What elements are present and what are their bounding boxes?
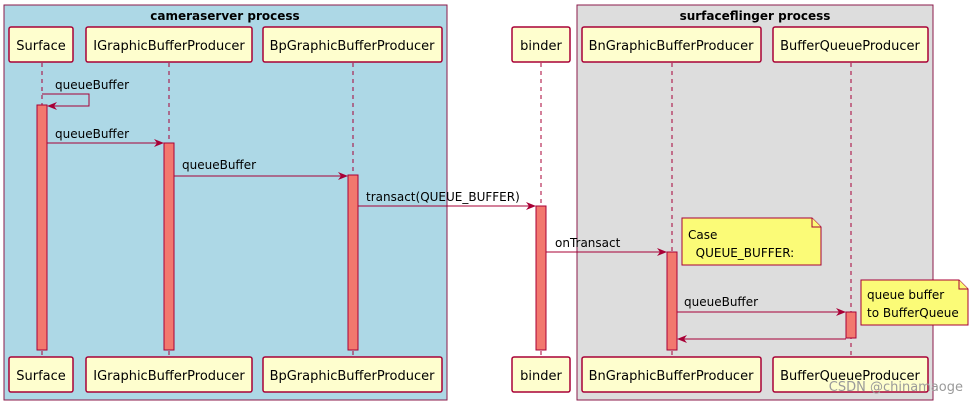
message-surface-to-igbp: queueBuffer: [47, 127, 164, 147]
participant-bngraphicbufferproducer-top: BnGraphicBufferProducer: [581, 26, 762, 63]
participant-binder-top: binder: [511, 26, 571, 63]
activations: [36, 104, 857, 351]
svg-text:queueBuffer: queueBuffer: [55, 78, 129, 92]
svg-text:binder: binder: [520, 39, 562, 54]
note-case-queue-buffer: Case QUEUE_BUFFER:: [681, 217, 822, 266]
participant-igraphicbufferproducer-bottom: IGraphicBufferProducer: [85, 356, 253, 393]
participants-top: Surface IGraphicBufferProducer BpGraphic…: [8, 26, 929, 63]
participant-binder-bottom: binder: [511, 356, 571, 393]
svg-text:Case: Case: [688, 228, 717, 242]
svg-text:to BufferQueue: to BufferQueue: [867, 306, 959, 320]
svg-text:binder: binder: [520, 369, 562, 384]
participant-bufferqueueproducer-bottom: BufferQueueProducer: [772, 356, 929, 393]
svg-text:BufferQueueProducer: BufferQueueProducer: [780, 369, 920, 384]
message-binder-to-bngbp: onTransact: [546, 236, 667, 256]
cameraserver-process-box: cameraserver process: [3, 4, 448, 401]
message-bngbp-to-bqp: queueBuffer: [677, 295, 846, 316]
svg-text:Surface: Surface: [16, 39, 66, 54]
svg-text:BnGraphicBufferProducer: BnGraphicBufferProducer: [589, 39, 755, 54]
svg-text:BpGraphicBufferProducer: BpGraphicBufferProducer: [270, 369, 436, 384]
svg-text:queue buffer: queue buffer: [867, 288, 944, 302]
participant-surface-bottom: Surface: [8, 356, 74, 393]
svg-text:queueBuffer: queueBuffer: [182, 158, 256, 172]
activation-bpgraphicbufferproducer: [347, 174, 359, 351]
watermark: CSDN @chinamaoge: [829, 380, 963, 395]
participant-bpgraphicbufferproducer-bottom: BpGraphicBufferProducer: [262, 356, 443, 393]
svg-text:IGraphicBufferProducer: IGraphicBufferProducer: [93, 39, 245, 54]
svg-text:BufferQueueProducer: BufferQueueProducer: [780, 39, 920, 54]
cameraserver-process-title: cameraserver process: [150, 9, 299, 23]
activation-bngraphicbufferproducer: [666, 251, 678, 351]
message-igbp-to-bpgbp: queueBuffer: [174, 158, 348, 180]
svg-text:BpGraphicBufferProducer: BpGraphicBufferProducer: [270, 39, 436, 54]
participant-igraphicbufferproducer-top: IGraphicBufferProducer: [85, 26, 253, 63]
messages: queueBuffer queueBuffer queueBuffer tran…: [42, 78, 846, 343]
activation-bufferqueueproducer: [845, 311, 857, 339]
svg-text:transact(QUEUE_BUFFER): transact(QUEUE_BUFFER): [366, 190, 520, 204]
message-bpgbp-to-binder: transact(QUEUE_BUFFER): [358, 190, 536, 210]
participants-bottom: Surface IGraphicBufferProducer BpGraphic…: [8, 356, 929, 393]
surfaceflinger-process-title: surfaceflinger process: [680, 9, 831, 23]
svg-text:queueBuffer: queueBuffer: [684, 295, 758, 309]
svg-text:queueBuffer: queueBuffer: [55, 127, 129, 141]
activation-binder: [535, 205, 547, 351]
svg-text:Surface: Surface: [16, 369, 66, 384]
participant-surface-top: Surface: [8, 26, 74, 63]
svg-text:onTransact: onTransact: [555, 236, 621, 250]
svg-text:IGraphicBufferProducer: IGraphicBufferProducer: [93, 369, 245, 384]
activation-igraphicbufferproducer: [163, 142, 175, 351]
participant-bpgraphicbufferproducer-top: BpGraphicBufferProducer: [262, 26, 443, 63]
activation-surface: [36, 104, 48, 351]
note-queue-buffer-to-bufferqueue: queue buffer to BufferQueue: [860, 279, 969, 326]
svg-text:BnGraphicBufferProducer: BnGraphicBufferProducer: [589, 369, 755, 384]
participant-bngraphicbufferproducer-bottom: BnGraphicBufferProducer: [581, 356, 762, 393]
surfaceflinger-process-box: surfaceflinger process: [576, 4, 934, 401]
participant-bufferqueueproducer-top: BufferQueueProducer: [772, 26, 929, 63]
message-self-queuebuffer: queueBuffer: [42, 78, 129, 110]
svg-text:QUEUE_BUFFER:: QUEUE_BUFFER:: [688, 246, 794, 260]
